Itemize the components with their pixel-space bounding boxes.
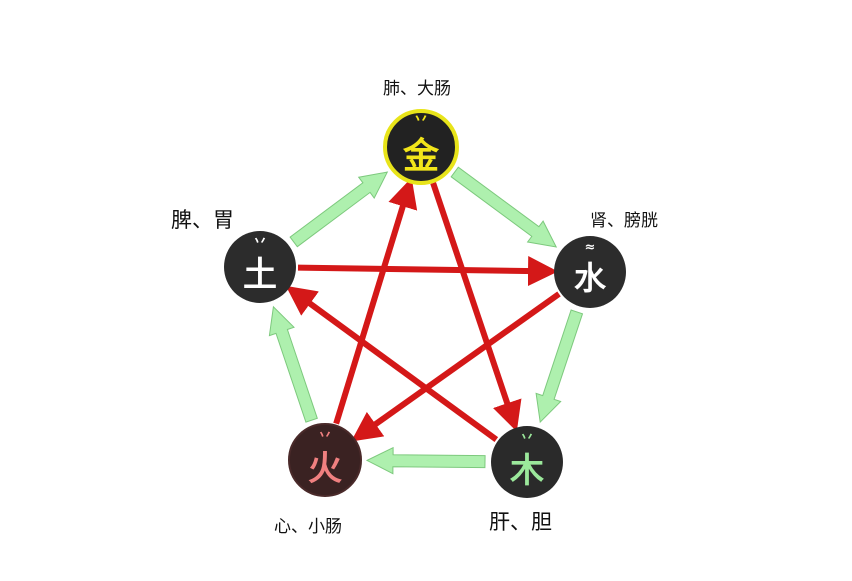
water-node: ≈ 水 — [554, 236, 626, 308]
controlling-arrow-fire-to-metal — [333, 177, 418, 425]
fire-glyph: 火 — [308, 449, 342, 489]
metal-node: 丷 金 — [383, 109, 459, 185]
generating-arrow-water-to-wood — [535, 309, 584, 424]
water-accent-icon: ≈ — [585, 240, 596, 255]
controlling-arrow-earth-to-water — [297, 256, 559, 287]
generating-arrow-fire-to-earth — [268, 305, 318, 423]
wood-accent-icon: 丷 — [520, 430, 534, 446]
earth-node: 丷 土 — [224, 231, 296, 303]
generating-arrow-metal-to-water — [450, 166, 558, 248]
wood-node: 丷 木 — [491, 426, 563, 498]
metal-accent-icon: 丷 — [413, 110, 428, 128]
controlling-arrow-water-to-fire — [351, 291, 561, 442]
controlling-arrow-metal-to-wood — [430, 182, 522, 432]
generating-arrow-wood-to-fire — [365, 446, 486, 475]
metal-glyph: 金 — [402, 135, 440, 177]
controlling-cycle — [285, 177, 561, 443]
wood-organs-label: 肝、胆 — [489, 510, 552, 534]
wood-glyph: 木 — [509, 451, 544, 491]
earth-organs-label: 脾、胃 — [171, 208, 234, 232]
fire-node: 丷 火 — [288, 423, 362, 497]
fire-organs-label: 心、小肠 — [274, 517, 342, 537]
water-organs-label: 肾、膀胱 — [590, 211, 658, 231]
water-glyph: 水 — [574, 259, 607, 297]
earth-accent-icon: 丷 — [253, 234, 267, 250]
controlling-arrow-wood-to-earth — [285, 285, 499, 443]
earth-glyph: 土 — [243, 255, 277, 295]
metal-organs-label: 肺、大肠 — [383, 79, 451, 99]
generating-cycle — [268, 166, 584, 475]
generating-arrow-earth-to-metal — [289, 171, 389, 248]
fire-accent-icon: 丷 — [318, 428, 332, 444]
